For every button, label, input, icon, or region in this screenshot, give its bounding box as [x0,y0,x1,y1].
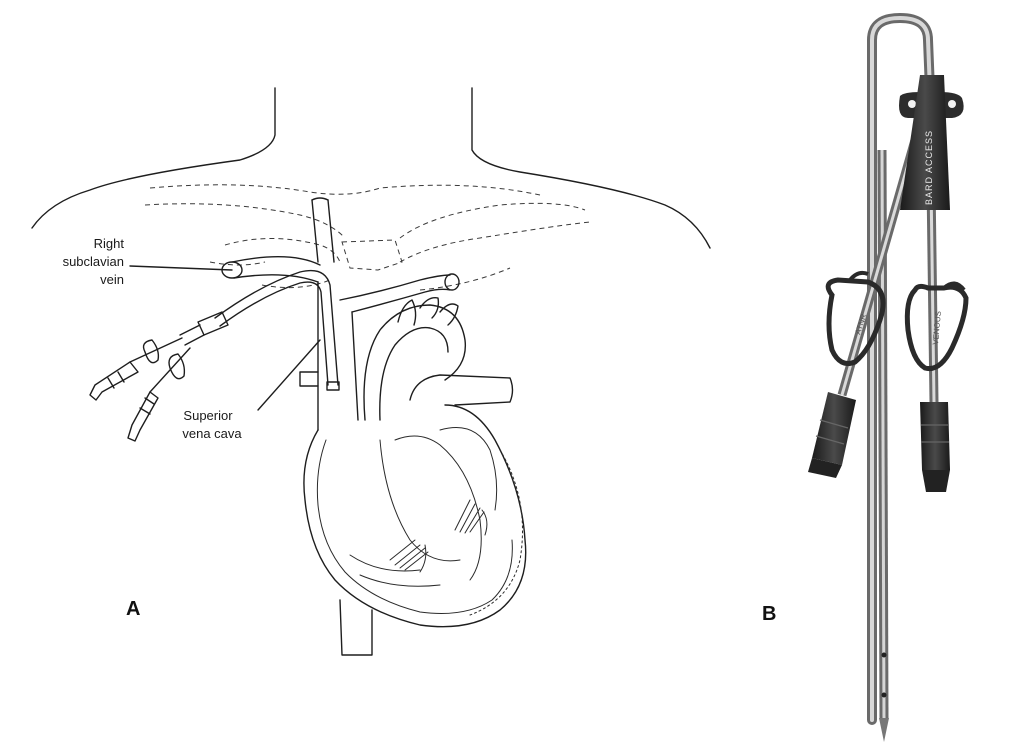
luer-hub-right [920,402,950,492]
brand-text: BARD ACCESS [924,130,934,205]
clavicle-contours [144,184,591,291]
panel-b-catheter-photo: BARD ACCESS ATNR VENOUS B [762,12,969,742]
svg-text:VENOUS: VENOUS [931,311,943,345]
neck-outline-right [471,87,711,249]
vein-leader-line [129,265,233,271]
cava-label-line2: vena cava [182,426,242,441]
heart [303,404,527,656]
vein-label-line2: subclavian [63,254,124,269]
vein-label-line3: vein [100,272,124,287]
great-vessels [221,197,460,431]
vein-label-line1: Right [94,236,125,251]
cava-leader-line [257,339,321,411]
catheter [89,269,340,442]
panel-a-letter: A [126,598,140,620]
chordae [389,499,488,573]
aorta [363,297,514,421]
neck-outline [31,87,276,229]
junction-hub [900,75,950,210]
cava-label-line1: Superior [183,408,233,423]
luer-hub-left [808,392,856,478]
panel-a-diagram: Right subclavian vein Superior vena cava… [31,87,711,656]
panel-b-letter: B [762,603,776,625]
clamp-right: VENOUS [904,281,969,372]
